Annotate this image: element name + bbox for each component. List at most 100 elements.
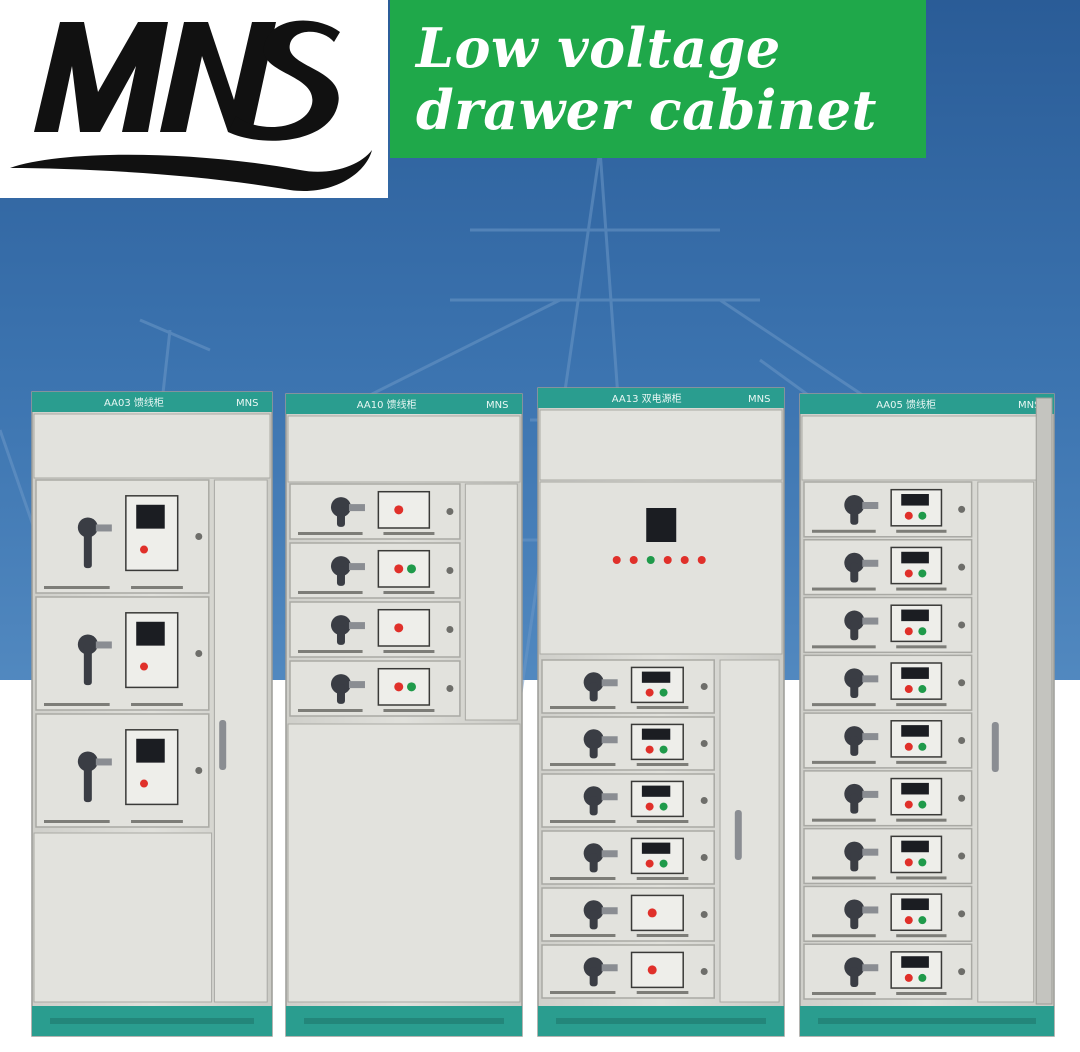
panel-screw [958, 563, 966, 571]
rotary-handle-lever [589, 853, 598, 873]
drawer-module [541, 830, 715, 885]
drawer-module [803, 481, 973, 538]
drawer-rail [812, 645, 876, 649]
title-banner: Low voltage drawer cabinet [390, 0, 926, 158]
green-indicator-lamp [659, 688, 668, 697]
panel-screw [958, 910, 966, 918]
cabinet-brand: MNS [486, 400, 508, 411]
rotary-handle-lever [850, 562, 859, 583]
drawer-rail [896, 992, 947, 995]
drawer-module [541, 773, 715, 828]
plinth-vent [818, 1018, 1036, 1024]
rotary-handle-lever [850, 736, 859, 756]
drawer-module [541, 716, 715, 771]
handle-bracket [95, 641, 112, 649]
handle-bracket [601, 907, 618, 915]
door-handle [991, 722, 999, 772]
panel-screw [446, 508, 454, 515]
drawer-rail [896, 645, 947, 649]
handle-bracket [862, 675, 879, 683]
top-cover-panel [287, 415, 521, 483]
green-indicator-lamp [918, 685, 927, 694]
indicator-lamp [663, 556, 672, 564]
handle-bracket [601, 793, 618, 801]
drawer-rail [812, 934, 876, 938]
red-indicator-lamp [904, 627, 913, 636]
drawer-rail [550, 877, 616, 880]
indicator-lamp [680, 556, 689, 564]
panel-screw [958, 794, 966, 802]
handle-bracket [348, 681, 365, 689]
top-cover-panel [539, 409, 783, 481]
handle-bracket [862, 848, 879, 856]
drawer-rail [383, 650, 435, 653]
cable-compartment-door [719, 659, 780, 1003]
panel-screw [195, 650, 203, 657]
drawer-rail [896, 876, 947, 880]
drawer-rail [44, 703, 110, 706]
red-indicator-lamp [140, 779, 148, 788]
digital-meter [641, 842, 671, 854]
panel-screw [700, 911, 708, 918]
drawer-rail [812, 529, 876, 533]
drawer-rail [383, 532, 435, 535]
drawer-module [35, 479, 210, 594]
cable-compartment-door [977, 481, 1035, 1003]
digital-meter [901, 898, 929, 911]
cabinet-brand: MNS [1018, 400, 1040, 411]
red-indicator-lamp [904, 742, 913, 751]
cabinet-side-panel [1035, 397, 1053, 1005]
drawer-rail [896, 934, 947, 938]
digital-meter [901, 956, 929, 968]
drawer-rail [812, 876, 876, 880]
drawer-rail [636, 763, 689, 766]
panel-screw [195, 767, 203, 774]
green-indicator-lamp [918, 511, 927, 520]
handle-bracket [862, 617, 879, 625]
green-indicator-lamp [918, 858, 927, 867]
red-indicator-lamp [904, 800, 913, 809]
panel-screw [958, 505, 966, 513]
red-indicator-lamp [904, 511, 913, 520]
drawer-module [541, 887, 715, 942]
drawer-rail [131, 820, 183, 823]
cabinet-brand: MNS [236, 398, 258, 409]
rotary-handle-lever [589, 682, 598, 702]
digital-meter [641, 671, 671, 683]
instrument-window [630, 894, 684, 932]
red-indicator-lamp [647, 965, 657, 975]
digital-meter [641, 785, 671, 797]
panel-screw [958, 679, 966, 687]
cabinet-label: AA13 双电源柜 [612, 392, 682, 405]
top-cover-panel [801, 415, 1053, 481]
green-indicator-lamp [659, 745, 668, 754]
green-indicator-lamp [659, 859, 668, 868]
handle-bracket [862, 964, 879, 972]
drawer-rail [636, 706, 689, 709]
rotary-handle-lever [336, 566, 345, 586]
red-indicator-lamp [645, 859, 654, 868]
red-indicator-lamp [140, 662, 148, 671]
rotary-handle-lever [589, 910, 598, 930]
handle-bracket [862, 790, 879, 798]
plinth-vent [50, 1018, 254, 1024]
digital-meter [901, 609, 929, 622]
drawer-rail [44, 820, 110, 823]
instrument-window [377, 608, 431, 647]
handle-bracket [862, 559, 879, 567]
digital-meter [901, 840, 929, 853]
red-indicator-lamp [394, 682, 404, 692]
green-indicator-lamp [918, 800, 927, 809]
drawer-rail [812, 587, 876, 591]
panel-screw [700, 854, 708, 861]
panel-screw [700, 683, 708, 690]
drawer-rail [812, 703, 876, 707]
drawer-module [803, 943, 973, 1000]
red-indicator-lamp [645, 745, 654, 754]
digital-meter [136, 621, 165, 646]
drawer-module [289, 542, 461, 599]
red-indicator-lamp [904, 685, 913, 694]
green-indicator-lamp [406, 682, 416, 692]
drawer-rail [636, 991, 689, 994]
